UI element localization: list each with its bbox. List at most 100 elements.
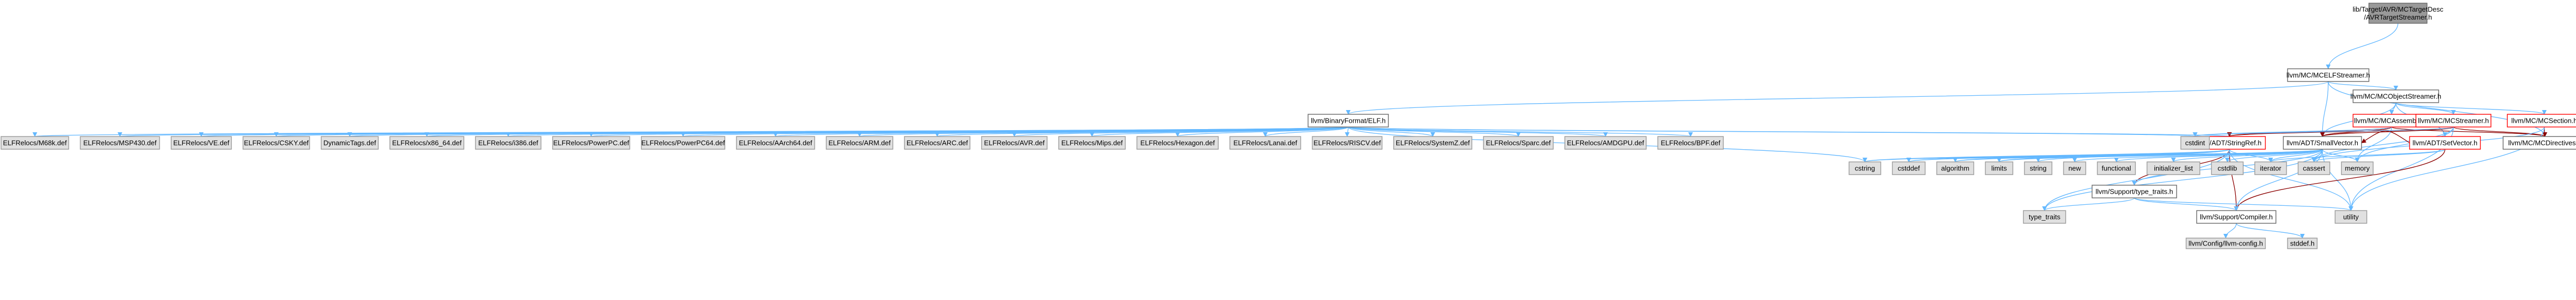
edge-elfstreamer-to-smallvector (2320, 81, 2329, 137)
node-cstddef: cstddef (1892, 161, 1926, 175)
edge-elf-to-d_lanai (1263, 126, 1349, 137)
node-label: cassert (2303, 165, 2325, 172)
node-root[interactable]: lib/Target/AVR/MCTargetDesc/AVRTargetStr… (2353, 3, 2443, 24)
node-box (2186, 238, 2266, 249)
node-functional: functional (2097, 161, 2136, 175)
node-label: llvm/Support/Compiler.h (2200, 213, 2273, 221)
node-label: algorithm (1941, 165, 1969, 172)
node-limits: limits (1985, 161, 2013, 175)
edge-smallvector-to-cstdlib (2225, 149, 2323, 162)
node-mcstreamer[interactable]: llvm/MC/MCStreamer.h (2415, 114, 2491, 128)
edge-elfstreamer-to-objstreamer (2328, 81, 2398, 90)
node-box (1483, 136, 1554, 150)
node-label: ELFRelocs/PowerPC.def (553, 139, 629, 147)
edge-stringref-to-utility (2229, 149, 2354, 211)
node-label: functional (2102, 165, 2131, 172)
node-compiler[interactable]: llvm/Support/Compiler.h (2196, 210, 2276, 224)
node-box (552, 136, 630, 150)
node-label: /AVRTargetStreamer.h (2364, 13, 2432, 21)
node-label: iterator (2260, 165, 2282, 172)
node-cstdint: cstdint (2180, 136, 2210, 150)
node-label: ELFRelocs/ARM.def (828, 139, 891, 147)
node-setvector[interactable]: llvm/ADT/SetVector.h (2409, 136, 2481, 150)
node-box (1308, 114, 1389, 128)
node-label: utility (2343, 213, 2359, 221)
node-box (1892, 161, 1926, 175)
node-cstring: cstring (1849, 161, 1881, 175)
edge-layer (33, 23, 2547, 239)
node-label: ELFRelocs/Mips.def (1061, 139, 1123, 147)
node-label: llvm/ADT/StringRef.h (2197, 139, 2261, 147)
node-box (1312, 136, 1383, 150)
node-box (826, 136, 893, 150)
edge-typetraitsllvm-to-typetraits (2042, 197, 2135, 211)
node-box (2335, 210, 2367, 224)
node-algorithm: algorithm (1936, 161, 1974, 175)
node-d_ppc64: ELFRelocs/PowerPC64.def (641, 136, 725, 150)
node-label: llvm/BinaryFormat/ELF.h (1311, 117, 1386, 125)
node-mcsection[interactable]: llvm/MC/MCSection.h (2507, 114, 2576, 128)
node-d_aarch64: ELFRelocs/AArch64.def (736, 136, 815, 150)
node-label: ELFRelocs/AArch64.def (739, 139, 813, 147)
node-label: ELFRelocs/PowerPC64.def (641, 139, 725, 147)
node-box (641, 136, 725, 150)
node-label: ELFRelocs/i386.def (478, 139, 538, 147)
node-box (2023, 210, 2066, 224)
node-label: string (2030, 165, 2047, 172)
node-box (2507, 114, 2576, 128)
node-label: new (2068, 165, 2081, 172)
node-label: ELFRelocs/VE.def (173, 139, 230, 147)
node-box (1564, 136, 1647, 150)
node-mcdirectives[interactable]: llvm/MC/MCDirectives.h (2503, 136, 2576, 150)
node-d_ve: ELFRelocs/VE.def (171, 136, 232, 150)
node-box (2063, 161, 2086, 175)
node-box (171, 136, 232, 150)
node-elfstreamer[interactable]: llvm/MC/MCELFStreamer.h (2286, 68, 2370, 82)
node-box (2097, 161, 2136, 175)
node-box (389, 136, 464, 150)
node-typetraits: type_traits (2023, 210, 2066, 224)
node-objstreamer[interactable]: llvm/MC/MCObjectStreamer.h (2350, 89, 2441, 103)
node-d_m68k: ELFRelocs/M68k.def (1, 136, 69, 150)
node-box (2368, 3, 2428, 24)
node-box (80, 136, 160, 150)
edge-objstreamer-to-mcsection (2395, 102, 2547, 115)
node-label: ELFRelocs/ARC.def (907, 139, 968, 147)
edge-mcstreamer-to-cstdint (2192, 126, 2454, 137)
node-iterator: iterator (2254, 161, 2287, 175)
node-assembler[interactable]: llvm/MC/MCAssembler.h (2353, 114, 2431, 128)
node-box (2287, 238, 2318, 249)
node-label: ELFRelocs/AVR.def (984, 139, 1045, 147)
node-smallvector[interactable]: llvm/ADT/SmallVector.h (2283, 136, 2362, 150)
node-label: ELFRelocs/Hexagon.def (1141, 139, 1215, 147)
node-d_ppc: ELFRelocs/PowerPC.def (552, 136, 630, 150)
node-label: lib/Target/AVR/MCTargetDesc (2353, 5, 2443, 13)
node-label: ELFRelocs/x86_64.def (392, 139, 462, 147)
edge-typetraitsllvm-to-utility (2134, 197, 2354, 211)
node-label: llvm/MC/MCStreamer.h (2418, 117, 2489, 125)
node-box (1058, 136, 1126, 150)
node-label: ELFRelocs/Sparc.def (1486, 139, 1551, 147)
node-stddef_h: stddef.h (2287, 238, 2318, 249)
node-label: ELFRelocs/CSKY.def (244, 139, 309, 147)
node-label: ELFRelocs/BPF.def (1661, 139, 1721, 147)
node-utility: utility (2335, 210, 2367, 224)
edge-smallvector-to-compiler (2234, 149, 2323, 211)
node-label: llvm/MC/MCSection.h (2512, 117, 2576, 125)
edge-elf-to-d_bpf (1348, 126, 1693, 137)
node-label: ELFRelocs/RISCV.def (1313, 139, 1381, 147)
node-box (2024, 161, 2052, 175)
node-label: cstring (1855, 165, 1875, 172)
node-label: llvm/ADT/SetVector.h (2413, 139, 2478, 147)
edge-smallvector-to-memory (2322, 149, 2360, 162)
node-elf[interactable]: llvm/BinaryFormat/ELF.h (1308, 114, 1389, 128)
node-box (1985, 161, 2013, 175)
node-label: ELFRelocs/SystemZ.def (1396, 139, 1470, 147)
node-box (2287, 68, 2369, 82)
node-memory: memory (2341, 161, 2374, 175)
node-typetraitsllvm[interactable]: llvm/Support/type_traits.h (2092, 185, 2177, 198)
node-label: limits (1991, 165, 2007, 172)
node-box (2409, 136, 2481, 150)
node-label: cstdlib (2218, 165, 2237, 172)
